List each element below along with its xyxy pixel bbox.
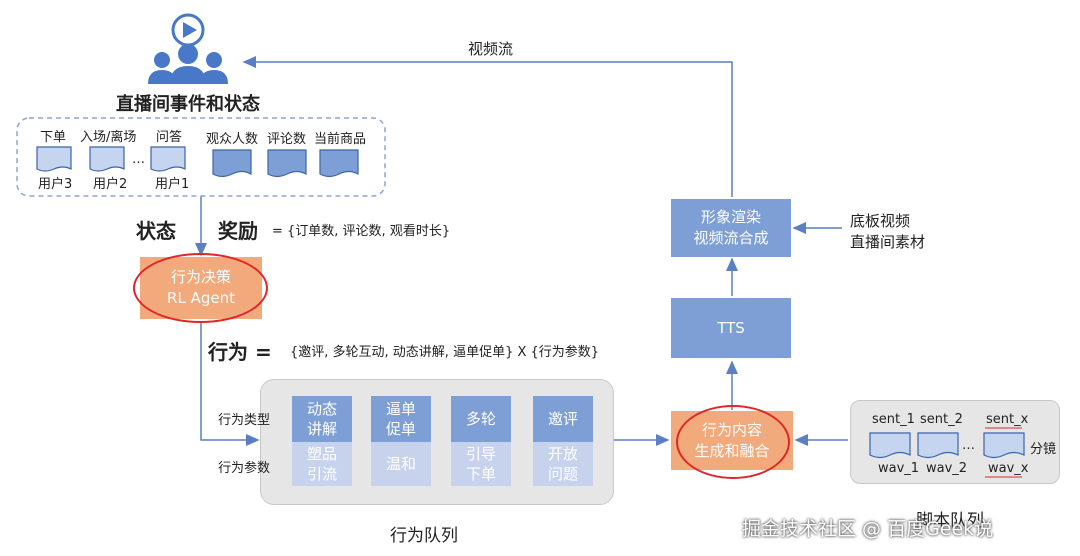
behavior-type-invite-review: 邀评	[533, 396, 593, 442]
doc-icon-user3	[36, 146, 72, 172]
script-doc-icon-1	[869, 432, 911, 459]
render-line2: 视频流合成	[693, 229, 769, 247]
behavior-type-dynamic-explain: 动态 讲解	[292, 396, 352, 442]
tts-box: TTS	[671, 298, 791, 358]
behavior-type-multi-turn: 多轮	[451, 396, 511, 442]
behavior-param-gentle: 温和	[371, 442, 431, 486]
action-formula: {邀评, 多轮互动, 动态讲解, 逼单促单} X {行为参数}	[290, 345, 600, 360]
storyboard-label: 分镜	[1030, 442, 1057, 457]
doc-icon-viewers	[212, 149, 252, 178]
script-ellipsis: …	[962, 438, 975, 453]
live-users-icon	[140, 10, 240, 88]
background-input-video: 底板视频	[850, 212, 911, 230]
state-label-viewers: 观众人数	[206, 132, 259, 147]
tts-label: TTS	[717, 318, 745, 337]
behavior-param-shape-product: 塑品 引流	[292, 442, 352, 486]
event-label-order: 下单	[40, 130, 67, 145]
users-ellipsis: …	[132, 152, 145, 167]
reward-formula: = {订单数, 评论数, 观看时长}	[272, 224, 451, 239]
script-doc-icon-2	[917, 432, 959, 459]
live-room-title: 直播间事件和状态	[116, 94, 260, 115]
sent-x-label: sent_x	[986, 412, 1029, 427]
action-arrow	[200, 322, 260, 446]
doc-icon-user2	[89, 146, 125, 172]
watermark: 掘金技术社区 @ 百度Geek说	[742, 518, 994, 540]
behavior-type-label: 行为类型	[218, 413, 271, 428]
render-box: 形象渲染 视频流合成	[671, 199, 791, 257]
fusion-highlight-ring	[676, 405, 790, 479]
behavior-queue-caption: 行为队列	[390, 526, 458, 546]
doc-icon-user1	[150, 146, 186, 172]
state-label-comments: 评论数	[267, 132, 307, 147]
video-stream-arrow	[242, 56, 733, 197]
sent-1-label: sent_1	[872, 412, 915, 427]
sent-2-label: sent_2	[920, 412, 963, 427]
video-stream-label: 视频流	[468, 40, 514, 58]
user1-label: 用户1	[155, 177, 190, 192]
user2-label: 用户2	[93, 177, 128, 192]
behavior-param-guide-order: 引导 下单	[451, 442, 511, 486]
behavior-param-open-question: 开放 问题	[533, 442, 593, 486]
wav-1-label: wav_1	[878, 461, 920, 476]
policy-highlight-ring	[133, 253, 268, 323]
doc-icon-comments	[267, 149, 307, 178]
render-line1: 形象渲染	[700, 208, 761, 226]
behavior-type-push-order: 逼单 促单	[371, 396, 431, 442]
live-room-panel	[16, 117, 386, 197]
play-people-icon	[148, 13, 228, 84]
wav-2-label: wav_2	[926, 461, 968, 476]
behavior-param-label: 行为参数	[218, 461, 271, 476]
action-label: 行为 =	[208, 340, 272, 364]
reward-label: 奖励	[218, 219, 258, 243]
script-queue-caption: 脚本队列	[916, 511, 984, 531]
script-doc-icon-x	[983, 432, 1025, 459]
state-label: 状态	[136, 219, 176, 243]
wav-x-label: wav_x	[988, 461, 1029, 476]
event-label-enter-leave: 入场/离场	[80, 130, 137, 145]
state-label-current-product: 当前商品	[314, 132, 367, 147]
event-label-qa: 问答	[156, 130, 183, 145]
user3-label: 用户3	[38, 177, 73, 192]
background-input-material: 直播间素材	[850, 233, 926, 251]
doc-icon-current-product	[319, 149, 359, 178]
